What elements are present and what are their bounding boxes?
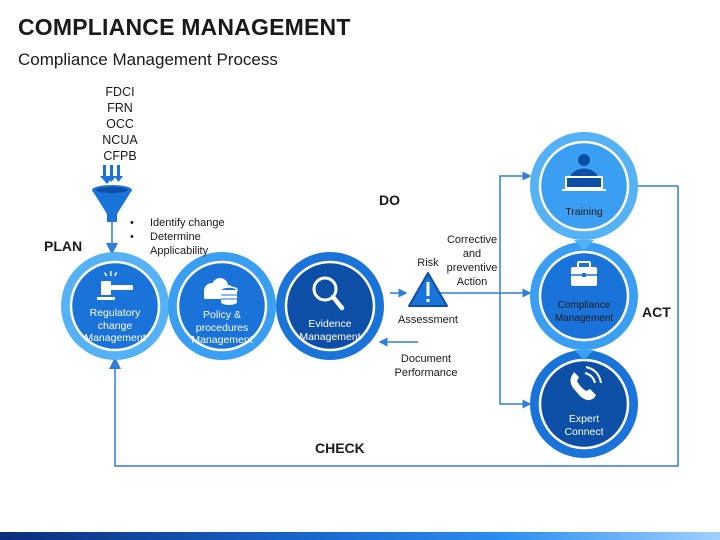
phase-plan: PLAN bbox=[44, 238, 83, 254]
page-title: COMPLIANCE MANAGEMENT bbox=[18, 14, 351, 40]
policy-circle bbox=[176, 260, 268, 352]
step-policy-label: Policy & procedures Management bbox=[191, 309, 253, 346]
regulatory-circle bbox=[69, 260, 161, 352]
source-ncua: NCUA bbox=[102, 133, 138, 147]
cloud-database-icon bbox=[204, 278, 238, 305]
bullet-identify-change: Identify change bbox=[128, 216, 260, 230]
source-occ: OCC bbox=[106, 117, 134, 131]
warning-icon bbox=[408, 272, 448, 307]
phase-do: DO bbox=[379, 192, 400, 208]
check-loop-line bbox=[109, 186, 679, 467]
search-icon bbox=[312, 276, 345, 311]
risk-label: Risk bbox=[417, 257, 439, 269]
funnel-icon bbox=[92, 165, 132, 222]
phone-icon bbox=[570, 366, 602, 401]
connector-compliance bbox=[574, 350, 594, 360]
trainer-icon bbox=[562, 154, 606, 191]
phase-act: ACT bbox=[642, 304, 671, 320]
step-compliance-label: Compliance Management bbox=[554, 300, 614, 324]
assessment-label: Assessment bbox=[398, 314, 458, 326]
corrective-action-label: Corrective and preventive Action bbox=[446, 234, 498, 288]
gavel-icon bbox=[97, 271, 133, 300]
funnel-bullet-list: Identify change Determine Applicability bbox=[128, 216, 260, 258]
footer-gradient-bar bbox=[0, 532, 720, 540]
document-performance-label: Document Performance bbox=[394, 353, 458, 379]
briefcase-icon bbox=[571, 261, 597, 286]
bullet-determine-applicability: Determine Applicability bbox=[128, 230, 260, 258]
phase-check: CHECK bbox=[315, 440, 365, 456]
step-training-label: Training bbox=[565, 206, 603, 218]
source-fdci: FDCI bbox=[105, 85, 135, 99]
connector-training bbox=[574, 240, 594, 250]
compliance-circle bbox=[538, 250, 630, 342]
page-subtitle: Compliance Management Process bbox=[18, 50, 278, 69]
step-evidence-label: Evidence Management bbox=[299, 318, 361, 343]
source-cfpb: CFPB bbox=[103, 149, 137, 163]
evidence-circle bbox=[284, 260, 376, 352]
step-expert-label: Expert Connect bbox=[564, 413, 604, 438]
source-frn: FRN bbox=[107, 101, 133, 115]
branch-down-line bbox=[499, 293, 532, 409]
step-regulatory-label: Regulatory change Management bbox=[84, 307, 146, 344]
branch-up-line bbox=[499, 171, 532, 293]
